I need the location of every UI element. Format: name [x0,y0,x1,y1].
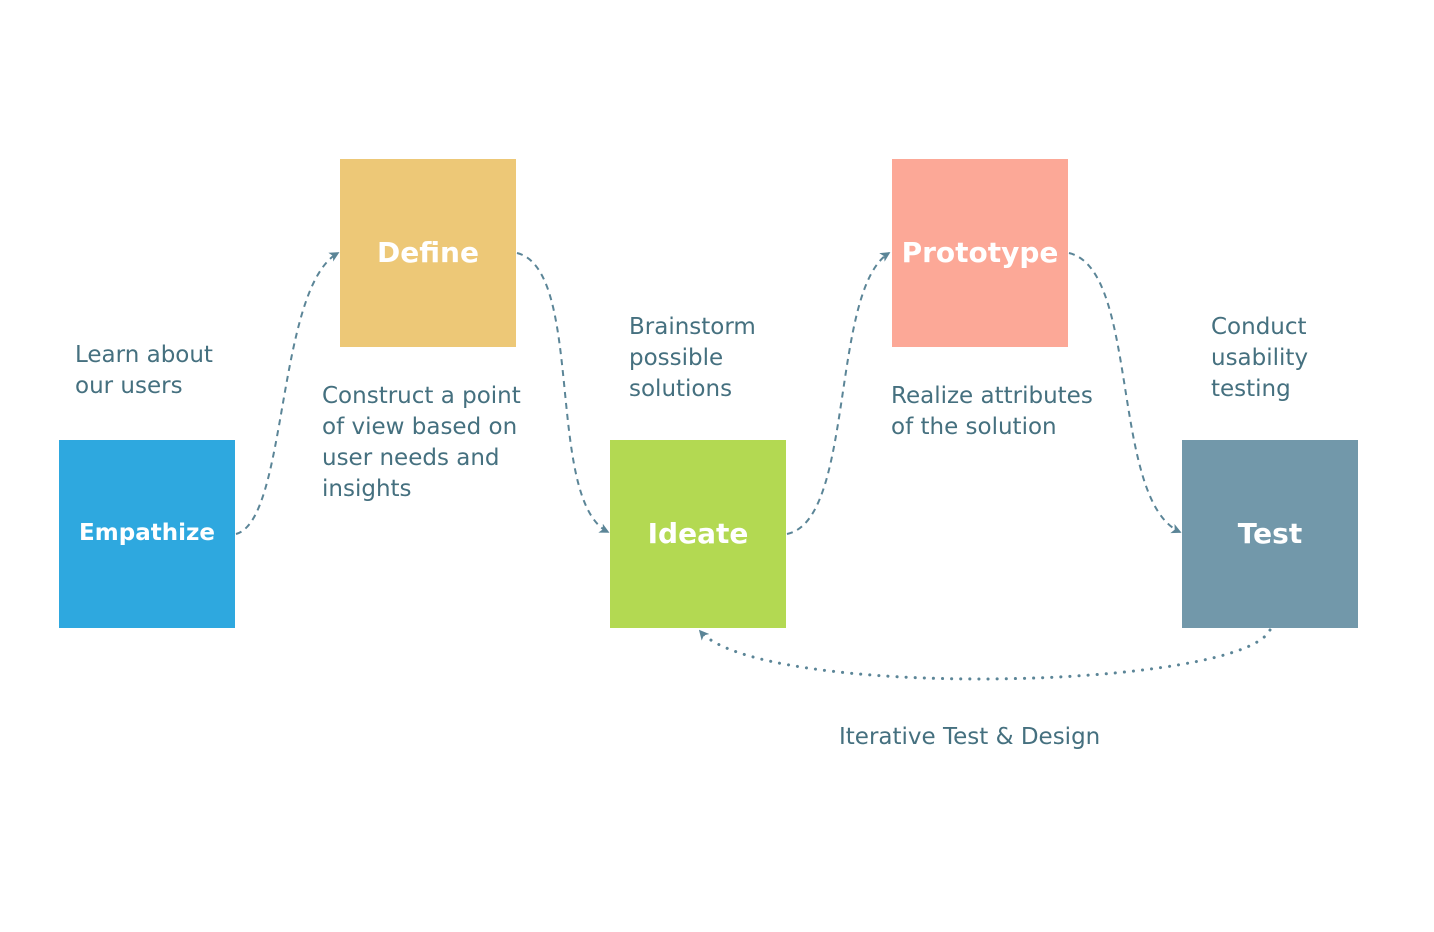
stage-label-empathize: Empathize [79,520,215,547]
stage-empathize: Empathize [59,440,235,628]
connector-iterative-loop [698,628,1272,681]
stage-prototype: Prototype [892,159,1068,347]
stage-label-define: Define [377,235,479,269]
connector-empathize-define [235,252,340,535]
stage-define: Define [340,159,516,347]
note-ideate: Brainstorm possible solutions [629,314,756,402]
stage-test: Test [1182,440,1358,628]
stage-label-prototype: Prototype [901,235,1059,269]
stage-ideate: Ideate [610,440,786,628]
stage-label-ideate: Ideate [647,516,749,550]
stage-label-test: Test [1237,516,1303,550]
note-empathize: Learn about our users [75,342,213,399]
connector-ideate-prototype [786,252,891,535]
note-define: Construct a point of view based on user … [322,383,521,502]
note-prototype: Realize attributes of the solution [891,383,1093,440]
iterative-loop-label: Iterative Test & Design [839,724,1101,750]
connector-define-ideate [516,252,610,533]
connector-prototype-test [1068,252,1182,534]
note-test: Conduct usability testing [1211,314,1309,402]
